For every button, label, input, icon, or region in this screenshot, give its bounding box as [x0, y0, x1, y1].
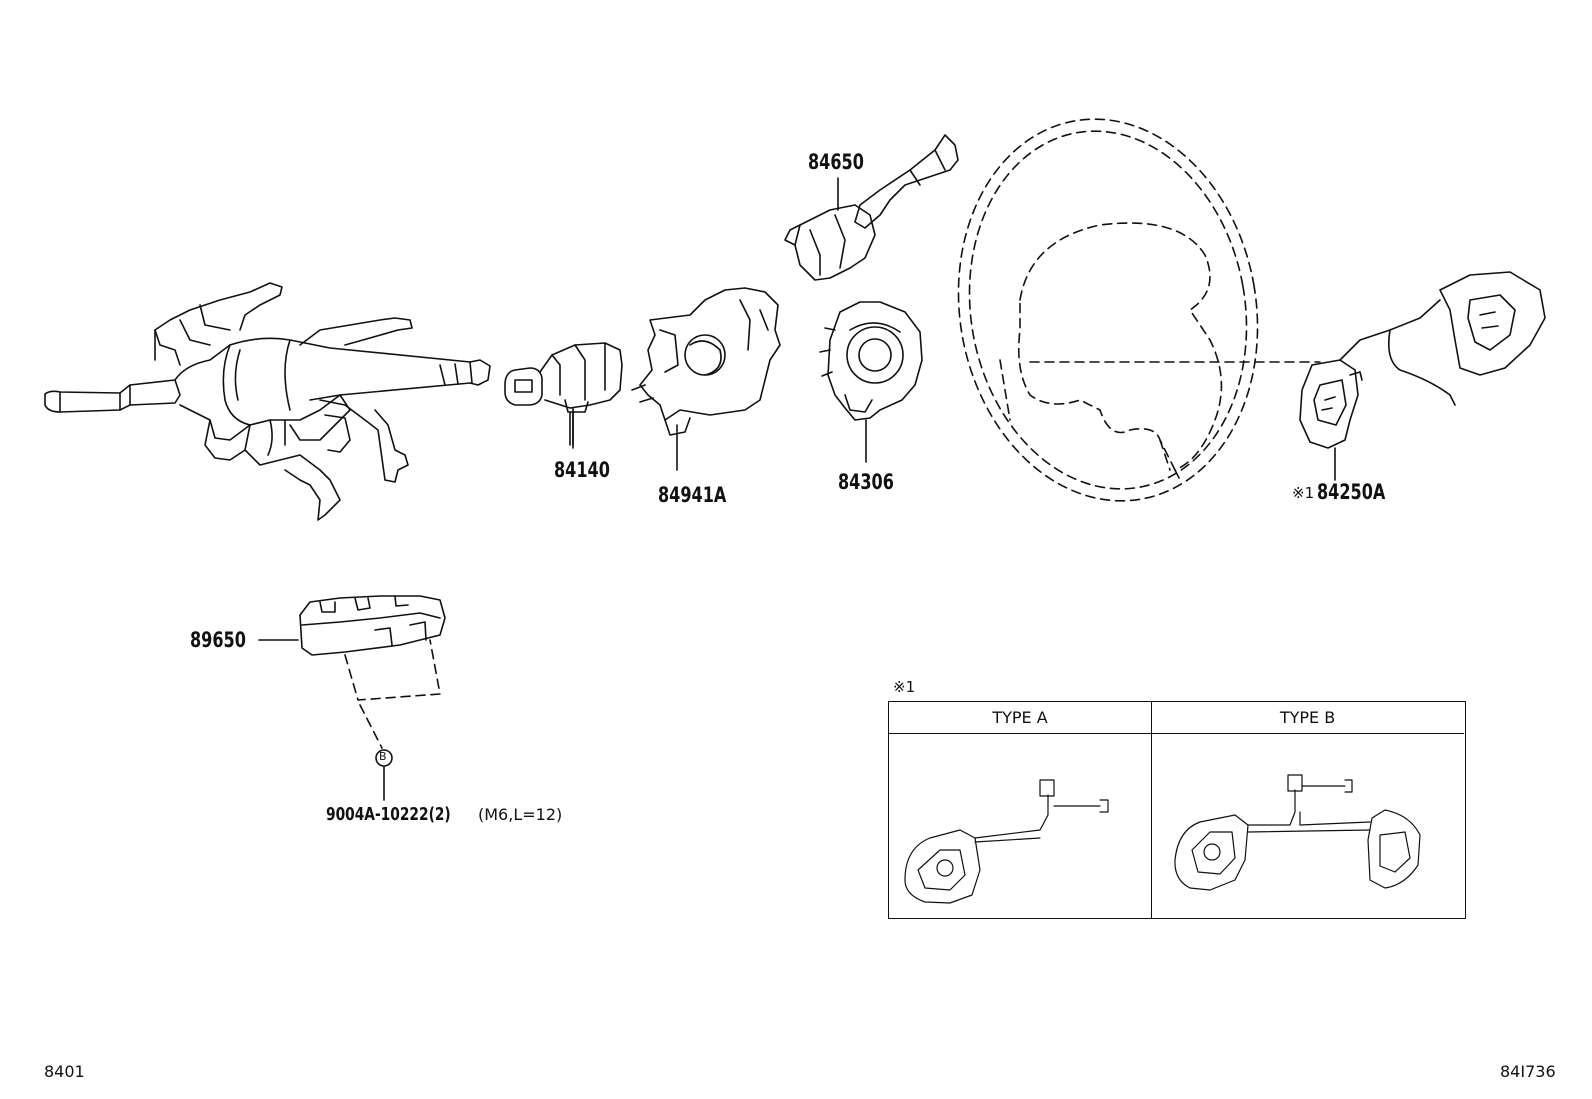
inset-header-type-b: TYPE B	[1151, 702, 1464, 734]
spiral-cable-84306	[819, 301, 923, 421]
part-label-84941A: 84941A	[658, 483, 727, 507]
steering-column	[44, 282, 491, 521]
steering-pad-switch-84250A	[1299, 271, 1546, 449]
combination-switch-84140	[504, 342, 623, 446]
part-label-84140: 84140	[554, 458, 610, 482]
inset-note-mark: ※1	[893, 678, 916, 696]
inset-divider	[1151, 702, 1152, 918]
part-label-bolt: 9004A-10222(2)	[326, 804, 451, 825]
bolt-spec: (M6,L=12)	[478, 805, 563, 824]
footer-right-code: 84I736	[1500, 1062, 1556, 1081]
variant-inset-table: TYPE A TYPE B	[888, 701, 1466, 919]
part-label-84650: 84650	[808, 150, 864, 174]
bolt-circle-letter: B	[379, 750, 387, 763]
module-89650-dashed-bracket	[344, 639, 441, 749]
inset-header-type-a: TYPE A	[889, 702, 1151, 734]
inset-type-a-drawing	[904, 779, 1109, 904]
part-label-84306: 84306	[838, 470, 894, 494]
clockspring-bracket-84941A	[631, 287, 781, 436]
wiper-switch-84650	[784, 134, 959, 281]
inset-type-b-drawing	[1174, 774, 1421, 891]
steering-wheel	[957, 118, 1259, 502]
note-mark-84250A: ※1	[1292, 484, 1315, 502]
bolt-callout-circle	[375, 749, 393, 767]
module-89650	[299, 595, 446, 656]
part-label-84250A: 84250A	[1317, 480, 1386, 504]
footer-left-code: 8401	[44, 1062, 85, 1081]
part-label-89650: 89650	[190, 628, 246, 652]
